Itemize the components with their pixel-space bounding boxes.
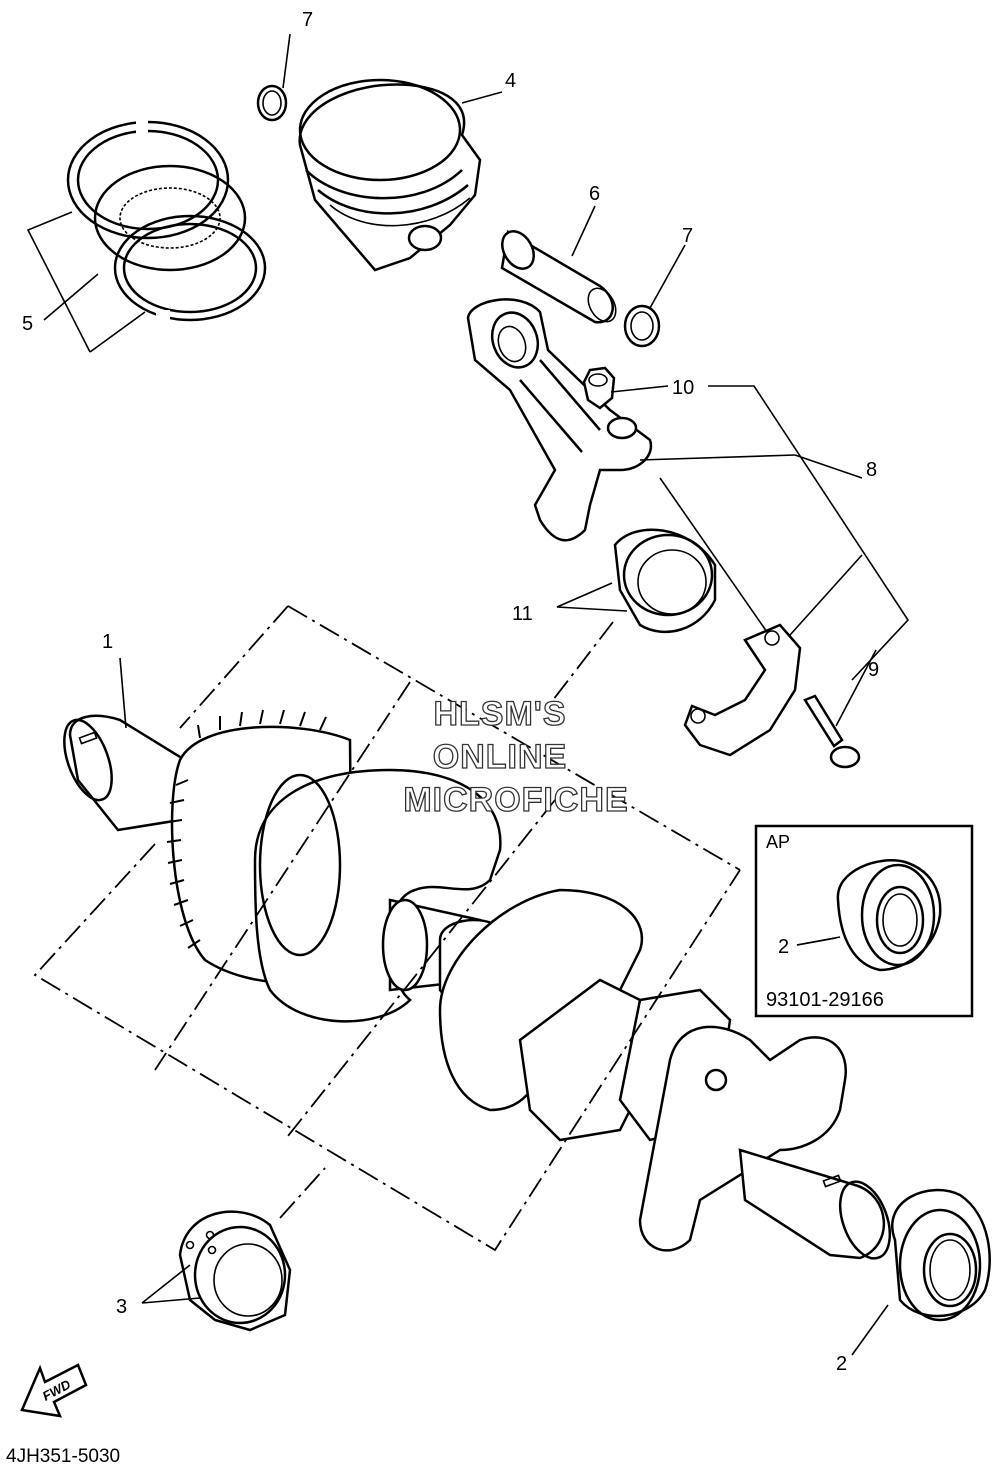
assembly-lines	[33, 605, 741, 1252]
inset-box: AP 2 93101-29166	[754, 824, 974, 1018]
connecting-rod	[466, 298, 653, 542]
callout-7-top: 7	[302, 9, 313, 31]
rod-nut	[582, 366, 616, 410]
watermark-line-3: MICROFICHE	[403, 781, 628, 819]
callout-5: 5	[22, 313, 33, 335]
fwd-arrow: FWD	[20, 1363, 88, 1418]
main-bearings	[178, 1210, 292, 1332]
watermark-line-1: HLSM'S	[433, 695, 566, 733]
callout-11: 11	[512, 603, 533, 625]
rod-cap	[683, 623, 802, 757]
callout-6: 6	[589, 183, 600, 205]
callout-7-right: 7	[682, 225, 693, 247]
callout-9: 9	[868, 659, 879, 681]
callout-1: 1	[102, 631, 113, 653]
callout-2-main: 2	[836, 1353, 847, 1375]
inset-part-number: 93101-29166	[766, 989, 884, 1011]
watermark: HLSM'S ONLINE MICROFICHE	[403, 694, 629, 819]
piston-rings	[66, 115, 267, 326]
inset-oil-seal	[836, 859, 942, 972]
rod-bolt	[803, 694, 861, 769]
watermark-line-2: ONLINE	[433, 738, 567, 776]
callout-2-inset: 2	[778, 936, 789, 958]
figure-code: 4JH351-5030	[6, 1446, 120, 1467]
leader-lines	[26, 33, 910, 1356]
callout-8: 8	[866, 459, 877, 481]
callout-3: 3	[116, 1296, 127, 1318]
callout-4: 4	[505, 70, 516, 92]
piston	[298, 78, 482, 272]
circlip-right	[623, 304, 661, 348]
callout-10: 10	[672, 377, 694, 399]
circlip-top	[256, 84, 288, 122]
big-end-bearings	[613, 528, 717, 634]
oil-seal	[891, 1188, 991, 1322]
piston-pin	[500, 230, 617, 324]
inset-label: AP	[766, 832, 790, 852]
